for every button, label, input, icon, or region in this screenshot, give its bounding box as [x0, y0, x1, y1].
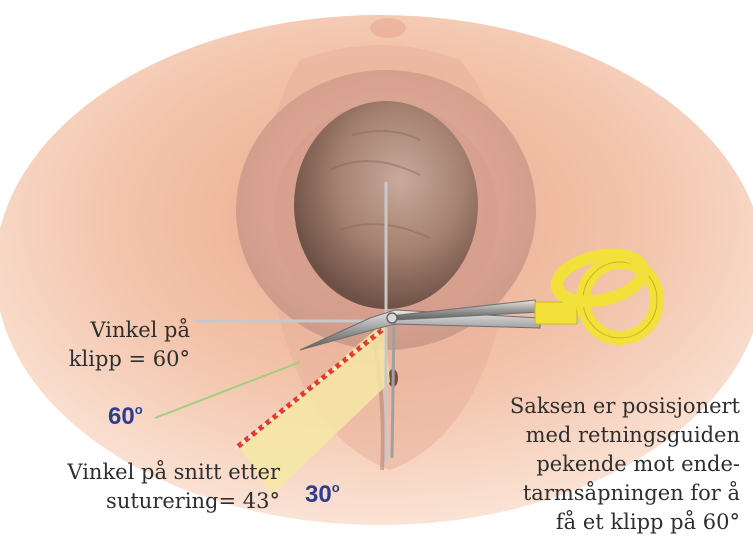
angle-30-label: 30o	[305, 480, 340, 509]
description-text: Saksen er posisjonert med retningsguiden…	[440, 392, 740, 537]
scissor-angle-label: Vinkel på klipp = 60°	[30, 316, 190, 374]
angle-60-label: 60o	[108, 402, 143, 431]
suture-angle-label: Vinkel på snitt etter suturering= 43°	[20, 458, 280, 516]
